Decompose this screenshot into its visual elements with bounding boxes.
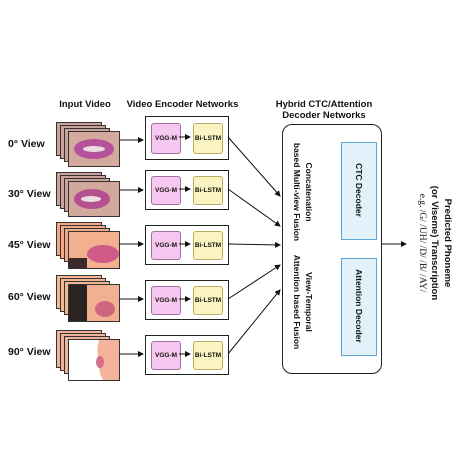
bi-lstm-block: Bi-LSTM bbox=[193, 123, 223, 154]
encoder-frame-45: VGG-M Bi-LSTM bbox=[145, 225, 229, 265]
decoder-network-box: Concatenation based Multi-view Fusion Vi… bbox=[282, 124, 382, 374]
view-label-45: 45° View bbox=[8, 239, 51, 251]
bi-lstm-block: Bi-LSTM bbox=[193, 231, 223, 260]
view-temporal-fusion-label: View-Temporal Attention based Fusion bbox=[292, 254, 314, 350]
view-label-0: 0° View bbox=[8, 138, 45, 150]
decoder-header: Hybrid CTC/Attention Decoder Networks bbox=[268, 99, 380, 121]
view-label-60: 60° View bbox=[8, 291, 51, 303]
output-example: e.g. /G/ /UH/ /D/ /B/ /AY/ bbox=[417, 193, 427, 293]
bi-lstm-block: Bi-LSTM bbox=[193, 176, 223, 205]
encoder-header: Video Encoder Networks bbox=[126, 99, 239, 110]
lips-90-image bbox=[68, 339, 120, 381]
decoder-header-line2: Decoder Networks bbox=[282, 110, 366, 121]
output-line2: (or Viseme) Transcription bbox=[429, 185, 440, 301]
vgg-m-block: VGG-M bbox=[151, 286, 181, 315]
vgg-m-block: VGG-M bbox=[151, 176, 181, 205]
vgg-m-block: VGG-M bbox=[151, 341, 181, 370]
output-transcription-label: Predicted Phoneme (or Viseme) Transcript… bbox=[412, 168, 454, 318]
lips-60-image bbox=[68, 284, 120, 322]
attention-decoder-box: Attention Decoder bbox=[341, 258, 377, 356]
decoder-header-line1: Hybrid CTC/Attention bbox=[275, 99, 373, 110]
frame-stack-30 bbox=[56, 172, 120, 217]
lips-frontal-image bbox=[68, 131, 120, 167]
input-video-header: Input Video bbox=[59, 99, 111, 110]
bi-lstm-block: Bi-LSTM bbox=[193, 341, 223, 370]
view-label-90: 90° View bbox=[8, 346, 51, 358]
concat-fusion-label: Concatenation based Multi-view Fusion bbox=[292, 142, 314, 242]
ctc-decoder-label: CTC Decoder bbox=[354, 163, 364, 217]
frame-stack-45 bbox=[56, 222, 120, 269]
bi-lstm-block: Bi-LSTM bbox=[193, 286, 223, 315]
lips-30-image bbox=[68, 181, 120, 217]
view-label-30: 30° View bbox=[8, 188, 51, 200]
attention-decoder-label: Attention Decoder bbox=[354, 269, 364, 343]
frame-stack-90 bbox=[56, 330, 120, 381]
frame-stack-60 bbox=[56, 275, 120, 322]
lips-45-image bbox=[68, 231, 120, 269]
encoder-frame-30: VGG-M Bi-LSTM bbox=[145, 170, 229, 210]
vgg-m-block: VGG-M bbox=[151, 231, 181, 260]
frame-stack-0 bbox=[56, 122, 120, 167]
vgg-m-block: VGG-M bbox=[151, 123, 181, 154]
ctc-decoder-box: CTC Decoder bbox=[341, 142, 377, 240]
output-line1: Predicted Phoneme bbox=[442, 198, 453, 288]
